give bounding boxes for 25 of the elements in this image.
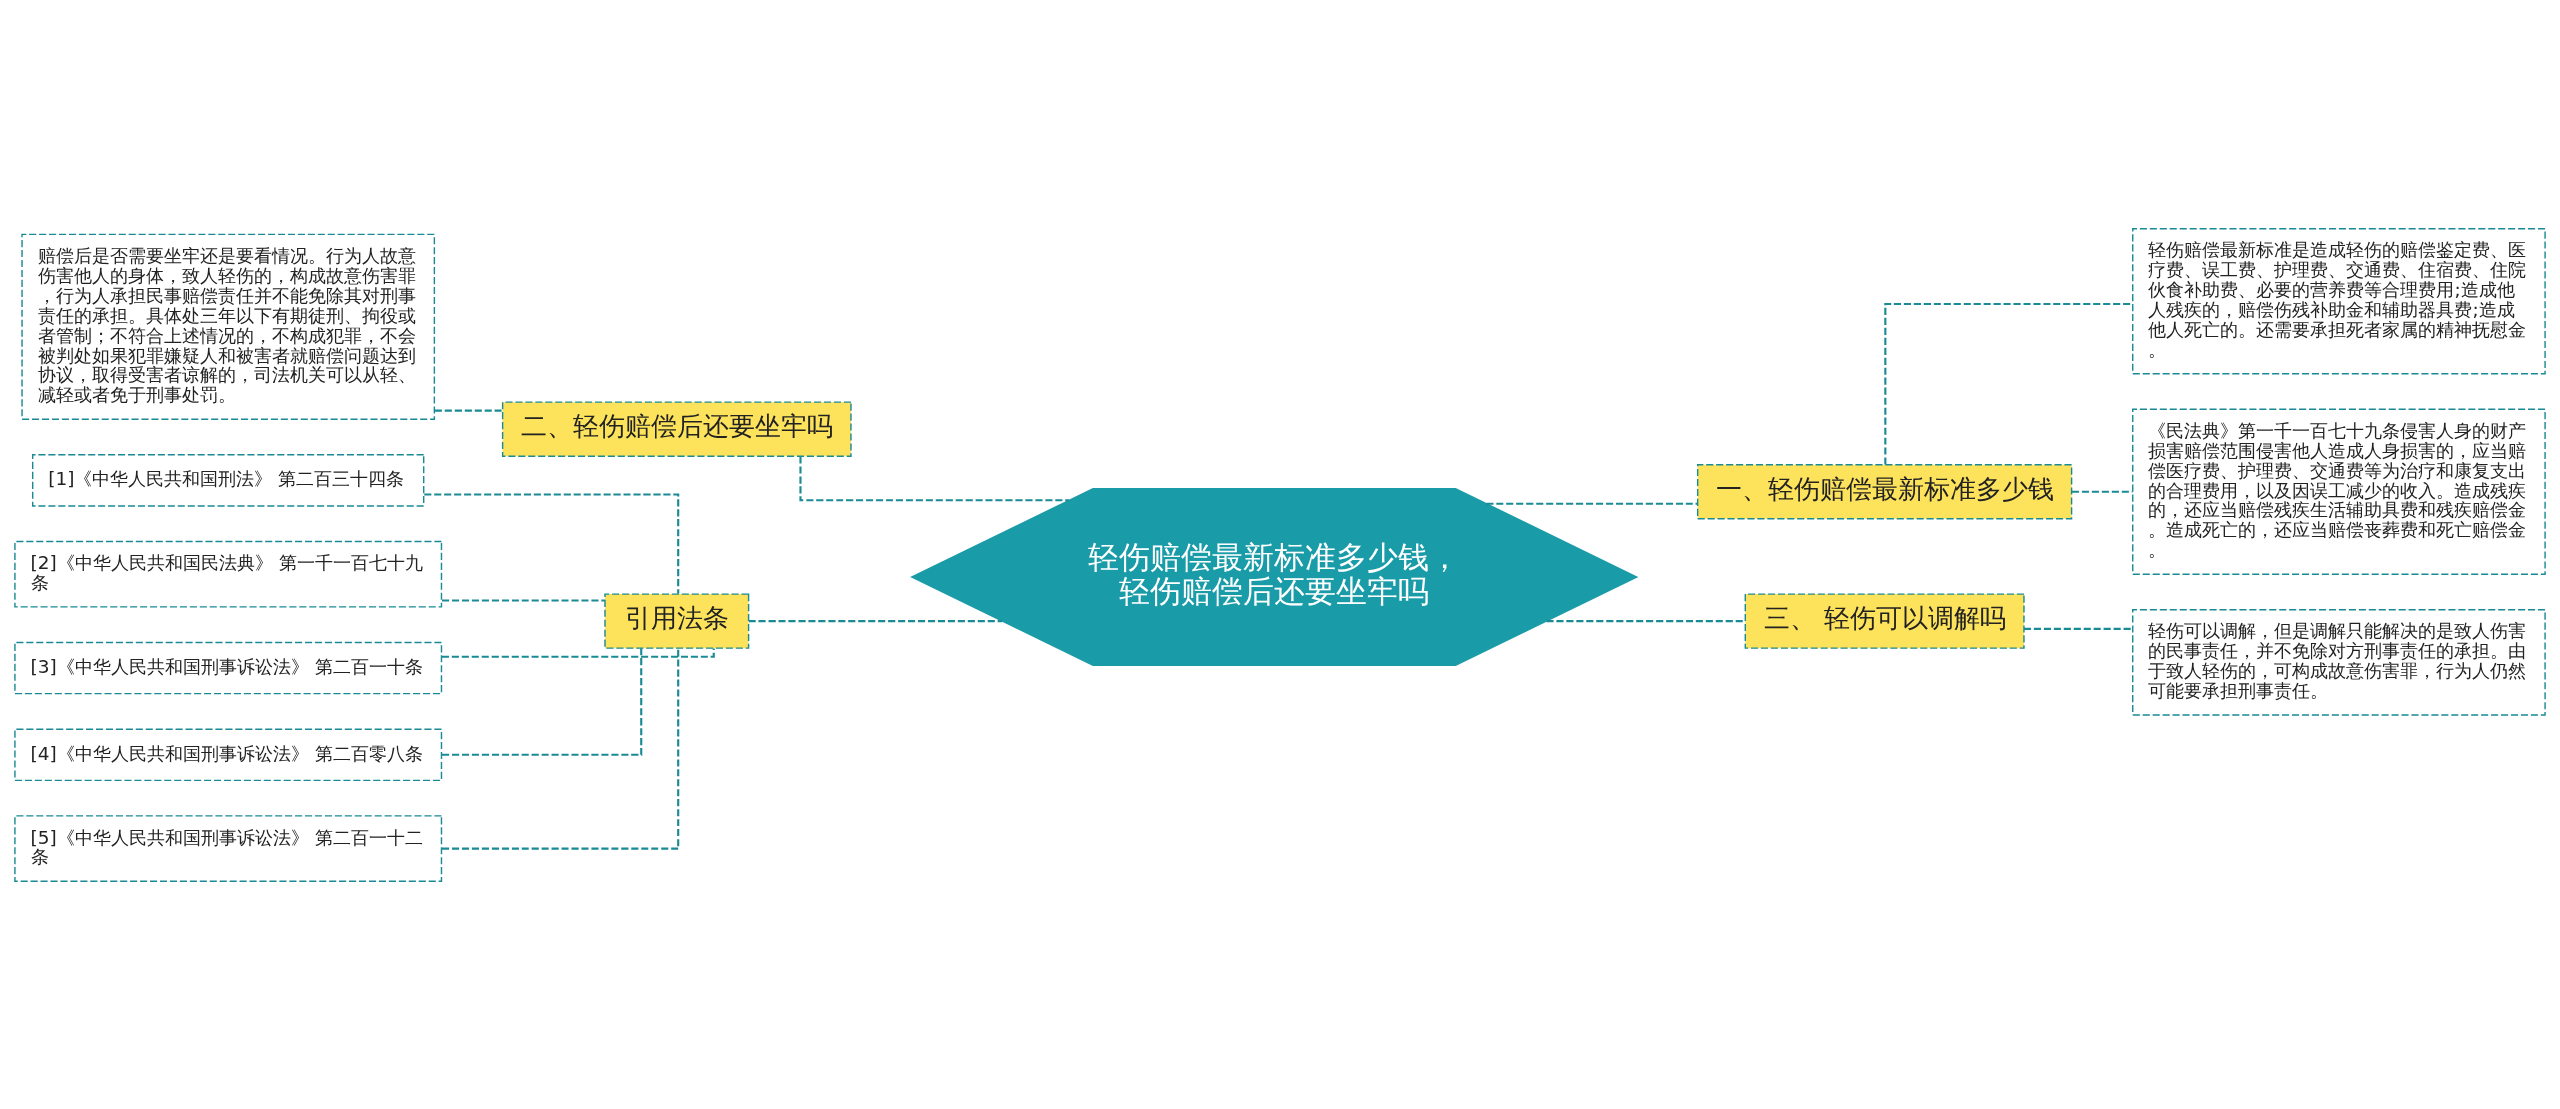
connector bbox=[441, 647, 715, 658]
node-box: [1]《中华人民共和国刑法》 第二百三十四条 bbox=[32, 453, 425, 507]
connector bbox=[748, 619, 1003, 622]
node-box: 赔偿后是否需要坐牢还是要看情况。行为人故意伤害他人的身体，致人轻伤的，构成故意伤害罪，行为人承担民事赔偿责任并不能免除其对刑事责任的承担。具体处三年以下有期徒刑、拘役或者管制；不符合上述情况的，不构成犯罪，不会被判处如果犯罪嫌疑人和被害者就赔偿问题达到协议，取得受害者谅解的，司法机关可以从轻、减轻或者免于刑事处罚。 bbox=[21, 233, 436, 420]
node-box: 二、轻伤赔偿后还要坐牢吗 bbox=[501, 400, 852, 457]
node-box: [5]《中华人民共和国刑事诉讼法》 第二百一十二条 bbox=[14, 814, 443, 882]
node-box: 引用法条 bbox=[604, 592, 750, 649]
node-box: [4]《中华人民共和国刑事诉讼法》 第二百零八条 bbox=[14, 727, 443, 781]
connector bbox=[799, 455, 1070, 501]
node-box: [2]《中华人民共和国民法典》 第一千一百七十九条 bbox=[14, 540, 443, 608]
connector bbox=[2024, 627, 2133, 630]
node-box: 一、轻伤赔偿最新标准多少钱 bbox=[1696, 463, 2073, 519]
connector bbox=[442, 648, 680, 850]
connector bbox=[434, 409, 503, 412]
connector bbox=[441, 647, 643, 756]
connector bbox=[1884, 302, 2133, 464]
node-box: 三、 轻伤可以调解吗 bbox=[1744, 592, 2025, 649]
node-box: 轻伤赔偿最新标准是造成轻伤的赔偿鉴定费、医疗费、误工费、护理费、交通费、住宿费、住院伙食补助费、必要的营养费等合理费用;造成他人残疾的，赔偿伤残补助金和辅助器具费;造成他人死亡的。还需要承担死者家属的精神抚慰金。 bbox=[2132, 227, 2546, 374]
connector bbox=[424, 492, 680, 594]
connector bbox=[442, 598, 605, 602]
node-box: [3]《中华人民共和国刑事诉讼法》 第二百一十条 bbox=[14, 641, 443, 694]
connector bbox=[1486, 502, 1698, 505]
node-box: 轻伤可以调解，但是调解只能解决的是致人伤害的民事责任，并不免除对方刑事责任的承担。由于致人轻伤的，可构成故意伤害罪，行为人仍然可能要承担刑事责任。 bbox=[2132, 608, 2546, 716]
node-box: 《民法典》第一千一百七十九条侵害人身的财产损害赔偿范围侵害他人造成人身损害的，应当赔偿医疗费、护理费、交通费等为治疗和康复支出的合理费用，以及因误工减少的收入。造成残疾的，还应当赔偿残疾生活辅助具费和残疾赔偿金。造成死亡的，还应当赔偿丧葬费和死亡赔偿金。 bbox=[2132, 408, 2546, 575]
connector bbox=[1546, 619, 1746, 622]
